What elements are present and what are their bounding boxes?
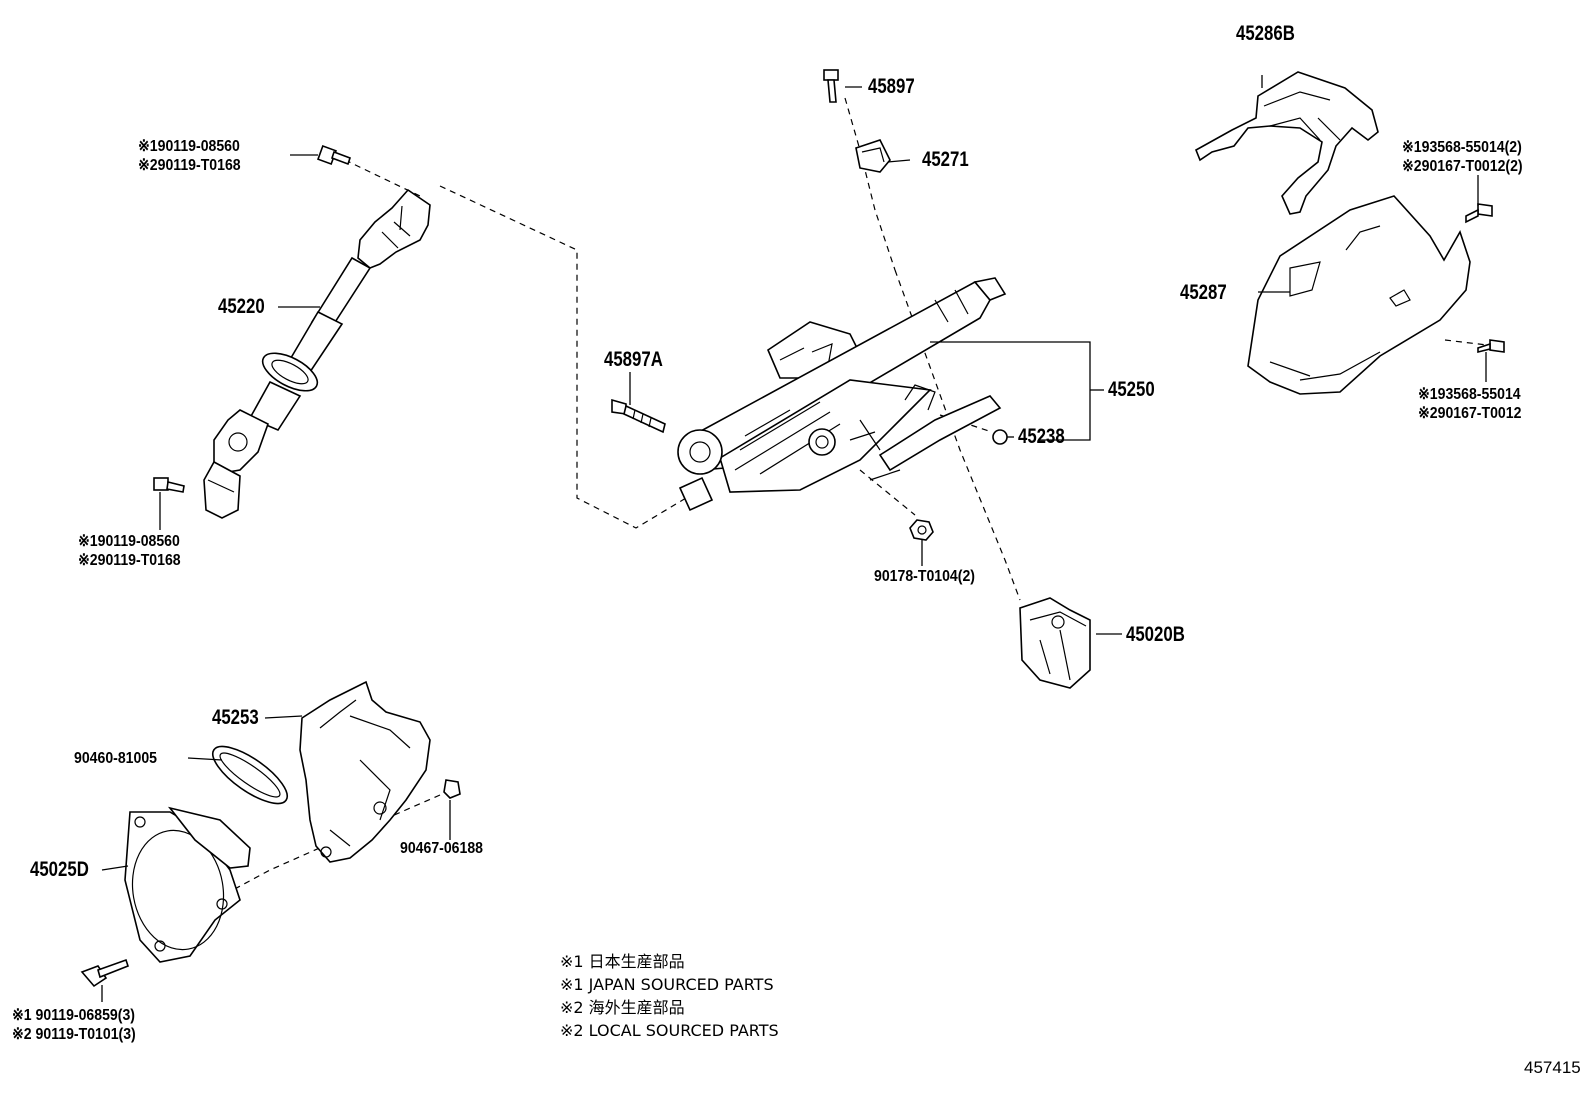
- label-bolt-top-left: ※190119-08560 ※290119-T0168: [138, 138, 241, 174]
- label-45020b: 45020B: [1126, 623, 1185, 646]
- label-45271: 45271: [922, 148, 969, 171]
- intermediate-shaft-45220: [203, 188, 431, 519]
- label-45287: 45287: [1180, 281, 1227, 304]
- label-45286b: 45286B: [1236, 22, 1295, 45]
- label-45897: 45897: [868, 75, 915, 98]
- label-45220: 45220: [218, 295, 265, 318]
- lower-column-cover-45287: [1247, 195, 1471, 395]
- legend-line-3: ※2 海外生産部品: [560, 998, 685, 1017]
- bolt-lower-left: [153, 477, 185, 493]
- label-90178-t0104: 90178-T0104(2): [874, 568, 975, 585]
- label-bolt-lower-left: ※190119-08560 ※290119-T0168: [78, 533, 181, 569]
- label-90460-81005: 90460-81005: [74, 750, 157, 767]
- label-45253: 45253: [212, 706, 259, 729]
- bolt-45897a: [611, 398, 666, 434]
- nut-45238: [992, 429, 1008, 445]
- drawing-id: 457415: [1524, 1058, 1581, 1077]
- screw-top-right: [1465, 203, 1493, 224]
- label-90467-06188: 90467-06188: [400, 840, 483, 857]
- legend-line-4: ※2 LOCAL SOURCED PARTS: [560, 1021, 779, 1040]
- screw-right: [1477, 339, 1505, 354]
- nut-90178: [909, 519, 934, 541]
- leader-lines: [101, 75, 1487, 1002]
- sourcing-legend: ※1 日本生産部品 ※1 JAPAN SOURCED PARTS ※2 海外生産…: [560, 950, 779, 1042]
- bolt-top-left: [317, 145, 352, 166]
- label-45238: 45238: [1018, 425, 1065, 448]
- column-cover-45253: [299, 680, 431, 863]
- bolt-bottom-left: [80, 958, 129, 988]
- label-screw-right: ※193568-55014 ※290167-T0012: [1418, 386, 1522, 422]
- lock-assembly-45020b: [1019, 597, 1091, 689]
- clamp-90460: [212, 745, 288, 805]
- legend-line-1: ※1 日本生産部品: [560, 952, 685, 971]
- label-45250: 45250: [1108, 378, 1155, 401]
- bolt-45897: [823, 69, 839, 103]
- legend-line-2: ※1 JAPAN SOURCED PARTS: [560, 975, 774, 994]
- label-45025d: 45025D: [30, 858, 89, 881]
- steering-column-45250: [677, 277, 1007, 512]
- label-screw-top-right: ※193568-55014(2) ※290167-T0012(2): [1402, 139, 1523, 175]
- hole-cover-45025d: [124, 806, 251, 963]
- label-bolt-bottom-left: ※1 90119-06859(3) ※2 90119-T0101(3): [12, 1007, 136, 1043]
- upper-column-cover-45286b: [1194, 71, 1379, 215]
- clip-45271: [855, 139, 891, 173]
- clip-90467: [443, 779, 461, 799]
- label-45897a: 45897A: [604, 348, 663, 371]
